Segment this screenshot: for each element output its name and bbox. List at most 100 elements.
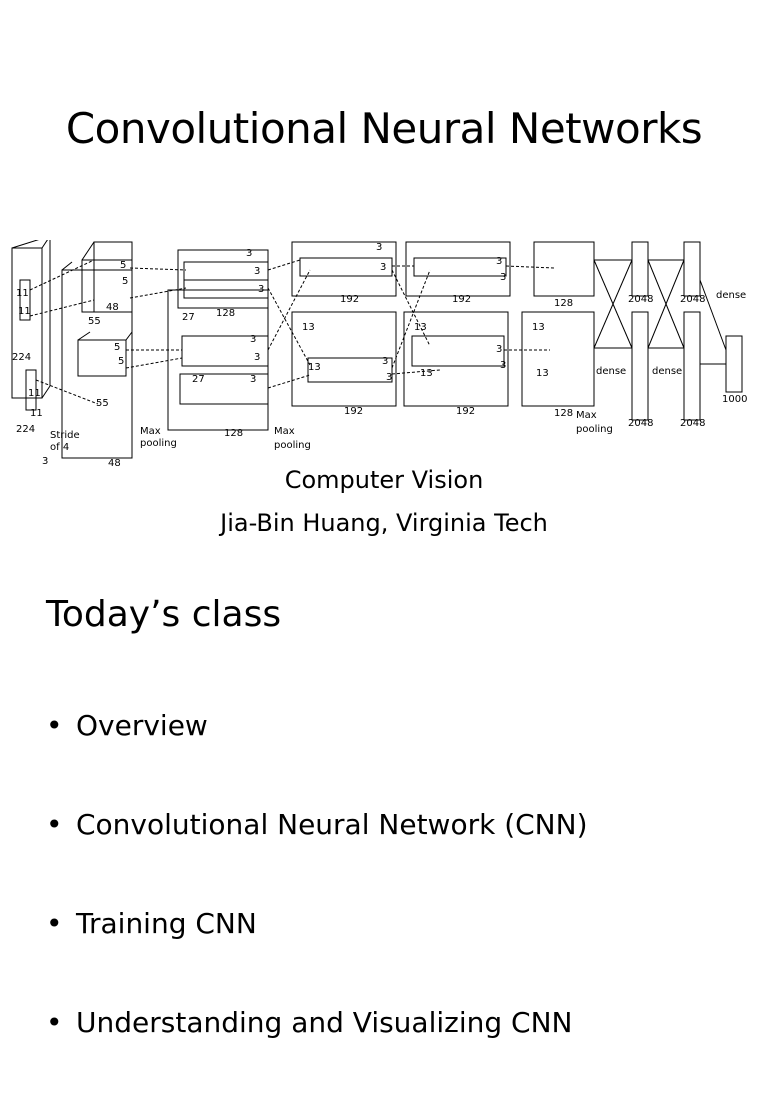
dense-top-1 [631,241,649,297]
conv3-top-slice [299,257,393,277]
label: of 4 [50,442,69,453]
label: pooling [140,438,177,449]
label: 2048 [680,418,705,429]
bullet-dot-icon: • [46,1006,63,1039]
dense-top-2 [683,241,701,297]
label: 128 [554,408,573,419]
bullet-dot-icon: • [46,907,63,940]
conv5-top-volume [533,241,595,297]
label: 3 [250,334,256,345]
label: dense [716,290,746,301]
list-item-text: Convolutional Neural Network (CNN) [76,808,588,841]
label: dense [652,366,682,377]
label: 1000 [722,394,747,405]
conv1-edge [77,331,91,341]
kernel-box [19,279,31,321]
agenda-list: • Overview • Convolutional Neural Networ… [46,710,588,1106]
conv4-bottom-slice [411,335,505,367]
conv4-bottom-volume [403,311,509,407]
list-item: • Overview [46,710,588,809]
label: Max [140,426,161,437]
label: 55 [96,398,109,409]
label: 3 [258,284,264,295]
label: Max [576,410,597,421]
diagram-labels: 224 224 3 11 11 11 11 Stride of 4 55 55 … [12,242,747,469]
list-item: • Understanding and Visualizing CNN [46,1007,588,1106]
list-item: • Training CNN [46,908,588,1007]
conv2-mid-slice [179,373,269,405]
label: 128 [216,308,235,319]
label: 5 [118,356,124,367]
conv2-top-slice [183,279,269,299]
bullet-dot-icon: • [46,709,63,742]
label: 3 [496,256,502,267]
label: 3 [254,266,260,277]
slide-title-heading: Convolutional Neural Networks [65,104,703,153]
label: 3 [386,372,392,383]
input-volume-edge [41,240,48,249]
label: 224 [12,352,31,363]
label: 11 [30,408,43,419]
label: 128 [224,428,243,439]
label: 13 [414,322,427,333]
cnn-architecture-diagram: 224 224 3 11 11 11 11 Stride of 4 55 55 … [11,240,747,469]
label: 11 [28,388,41,399]
kernel-box [25,369,37,411]
slide-subtitle-course: Computer Vision [284,466,484,494]
dense-output [725,335,743,393]
list-item-text: Understanding and Visualizing CNN [76,1006,573,1039]
dense-bottom-2 [683,311,701,421]
label: 13 [420,368,433,379]
label: 2048 [628,294,653,305]
conv1-edge [125,331,133,341]
conv2-mid-slice [181,335,269,367]
label: 3 [382,356,388,367]
label: 3 [380,262,386,273]
conv1-edge [61,261,73,271]
label: 48 [108,458,121,469]
label: 13 [308,362,321,373]
dense-bottom-1 [631,311,649,421]
label: 2048 [628,418,653,429]
list-item-text: Overview [76,709,208,742]
label: 128 [554,298,573,309]
label: 27 [192,374,205,385]
label: 3 [376,242,382,253]
conv1-mid-volume [77,339,127,377]
conv1-bottom-volume [61,269,133,459]
label: 3 [42,456,48,467]
label: Stride [50,430,80,441]
label: 192 [456,406,475,417]
conv5-bottom-volume [521,311,595,407]
conv3-bottom-volume [291,311,397,407]
label: 55 [88,316,101,327]
list-item: • Convolutional Neural Network (CNN) [46,809,588,908]
slide-subtitle-author: Jia-Bin Huang, Virginia Tech [220,509,548,537]
label: pooling [274,440,311,451]
label: dense [596,366,626,377]
label: 5 [122,276,128,287]
label: 3 [250,374,256,385]
label: 13 [532,322,545,333]
label: 13 [302,322,315,333]
label: 5 [114,342,120,353]
label: 192 [344,406,363,417]
input-volume-edge [11,240,39,249]
conv1-edge [81,241,95,261]
bullet-dot-icon: • [46,808,63,841]
input-volume-edge [41,385,51,399]
label: pooling [576,424,613,435]
label: 192 [452,294,471,305]
label: Max [274,426,295,437]
label: 224 [16,424,35,435]
conv2-top-volume [177,249,269,309]
conv4-top-volume [405,241,511,297]
label: 5 [120,260,126,271]
label: 2048 [680,294,705,305]
slide-title: Convolutional Neural Networks [11,104,747,537]
label: 3 [254,352,260,363]
label: 13 [536,368,549,379]
conv3-top-volume [291,241,397,297]
conv4-top-slice [413,257,507,277]
label: 3 [246,248,252,259]
